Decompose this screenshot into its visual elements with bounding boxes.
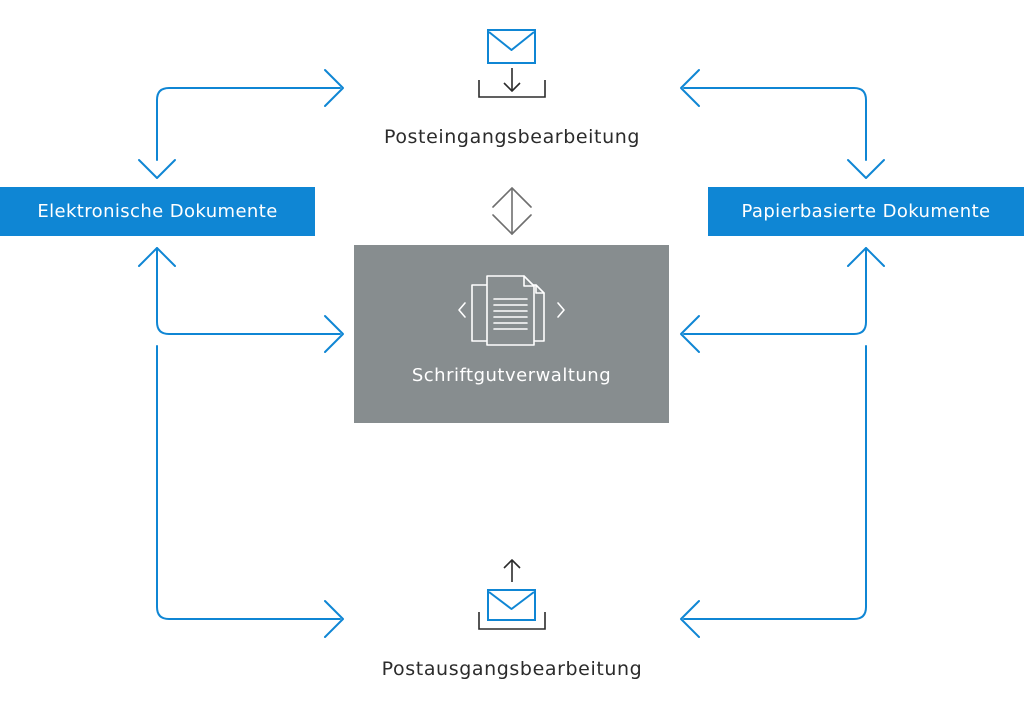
- connector-mid-right: [683, 247, 867, 335]
- arrowhead-mid-left-right: [324, 315, 344, 353]
- mail-inbox-download-icon: [478, 29, 546, 98]
- arrowhead-top-left-right: [324, 69, 344, 107]
- records-management-box: Schriftgutverwaltung: [354, 245, 669, 423]
- electronic-documents-box: Elektronische Dokumente: [0, 187, 315, 236]
- arrowhead-mid-right-up: [847, 247, 885, 267]
- arrowhead-top-right-left: [680, 69, 700, 107]
- connector-mid-left: [156, 247, 341, 335]
- outbound-label: Postausgangsbearbeitung: [381, 658, 643, 680]
- arrowhead-bottom-right-left: [680, 600, 700, 638]
- mail-outbox-upload-icon: [478, 559, 546, 630]
- arrowhead-mid-left-up: [138, 247, 176, 267]
- connector-top-right: [683, 87, 867, 161]
- inbound-label: Posteingangsbearbeitung: [383, 126, 641, 148]
- arrowhead-bottom-left-right: [324, 600, 344, 638]
- double-arrow-icon: [492, 187, 532, 235]
- center-label: Schriftgutverwaltung: [411, 365, 612, 386]
- arrowhead-mid-right-left: [680, 315, 700, 353]
- arrowhead-top-right-down: [847, 159, 885, 179]
- documents-code-icon: [458, 275, 565, 346]
- connector-bottom-right: [683, 345, 867, 620]
- arrowhead-top-left-down: [138, 159, 176, 179]
- paper-documents-box: Papierbasierte Dokumente: [708, 187, 1024, 236]
- connector-top-left: [156, 87, 341, 161]
- connector-bottom-left: [156, 345, 341, 620]
